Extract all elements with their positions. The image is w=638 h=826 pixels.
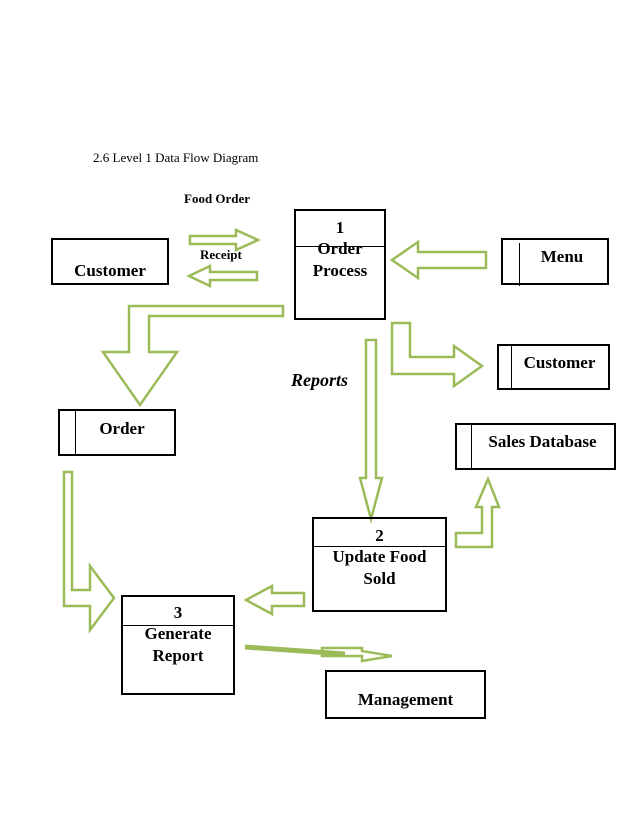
update-to-sales-arrow	[454, 475, 501, 549]
process-3-generate-report: 3 Generate Report	[121, 595, 235, 695]
menu-entity-bar	[519, 243, 520, 286]
report-to-management-arrow	[320, 646, 393, 663]
order-store-label: Order	[99, 419, 145, 438]
food-order-label: Food Order	[184, 191, 251, 206]
receipt-arrow	[186, 264, 259, 288]
customer-entity-right-label: Customer	[523, 353, 596, 372]
process-2-number: 2	[375, 526, 384, 545]
sales-database-store-bar	[471, 425, 472, 468]
process-1-name-line1: Order	[317, 239, 363, 259]
customer-entity-left-label: Customer	[74, 261, 146, 280]
sales-database-store: Sales Database	[455, 423, 616, 470]
customer-entity-right-bar	[511, 346, 512, 388]
process-2-name-line1: Update Food	[332, 547, 427, 567]
process-3-name-line2: Report	[152, 645, 204, 665]
update-to-report-arrow	[243, 583, 306, 617]
process-to-update-arrow	[358, 338, 384, 524]
management-entity-label: Management	[357, 690, 454, 709]
customer-entity-left: Customer	[51, 238, 169, 285]
process-to-order-arrow	[100, 304, 285, 408]
process-1-name-line2: Process	[312, 260, 368, 280]
food-order-arrow	[188, 228, 262, 252]
order-store: Order	[58, 409, 176, 456]
process-1-number: 1	[335, 218, 345, 237]
order-store-bar	[75, 411, 76, 454]
process-1-order-process: 1 Order Process	[294, 209, 386, 320]
process-3-divider	[123, 625, 233, 626]
order-to-report-arrow	[62, 470, 116, 634]
report-to-management-line	[244, 644, 346, 657]
process-3-name-line1: Generate	[144, 624, 212, 644]
reports-label: Reports	[291, 370, 349, 390]
process-2-update-food-sold: 2 Update Food Sold	[312, 517, 447, 612]
menu-to-process-arrow	[389, 239, 488, 281]
process-1-divider	[296, 246, 384, 247]
diagram-caption: 2.6 Level 1 Data Flow Diagram	[93, 150, 259, 165]
menu-entity-label: Menu	[540, 247, 584, 266]
process-3-number: 3	[173, 603, 183, 622]
menu-entity: Menu	[501, 238, 609, 286]
customer-entity-right: Customer	[497, 344, 610, 390]
sales-database-store-label: Sales Database	[488, 432, 597, 451]
process-to-customer-arrow	[390, 321, 485, 389]
process-2-name-line2: Sold	[363, 568, 396, 588]
receipt-label: Receipt	[200, 247, 242, 262]
management-entity: Management	[325, 670, 486, 719]
process-2-divider	[314, 546, 445, 547]
